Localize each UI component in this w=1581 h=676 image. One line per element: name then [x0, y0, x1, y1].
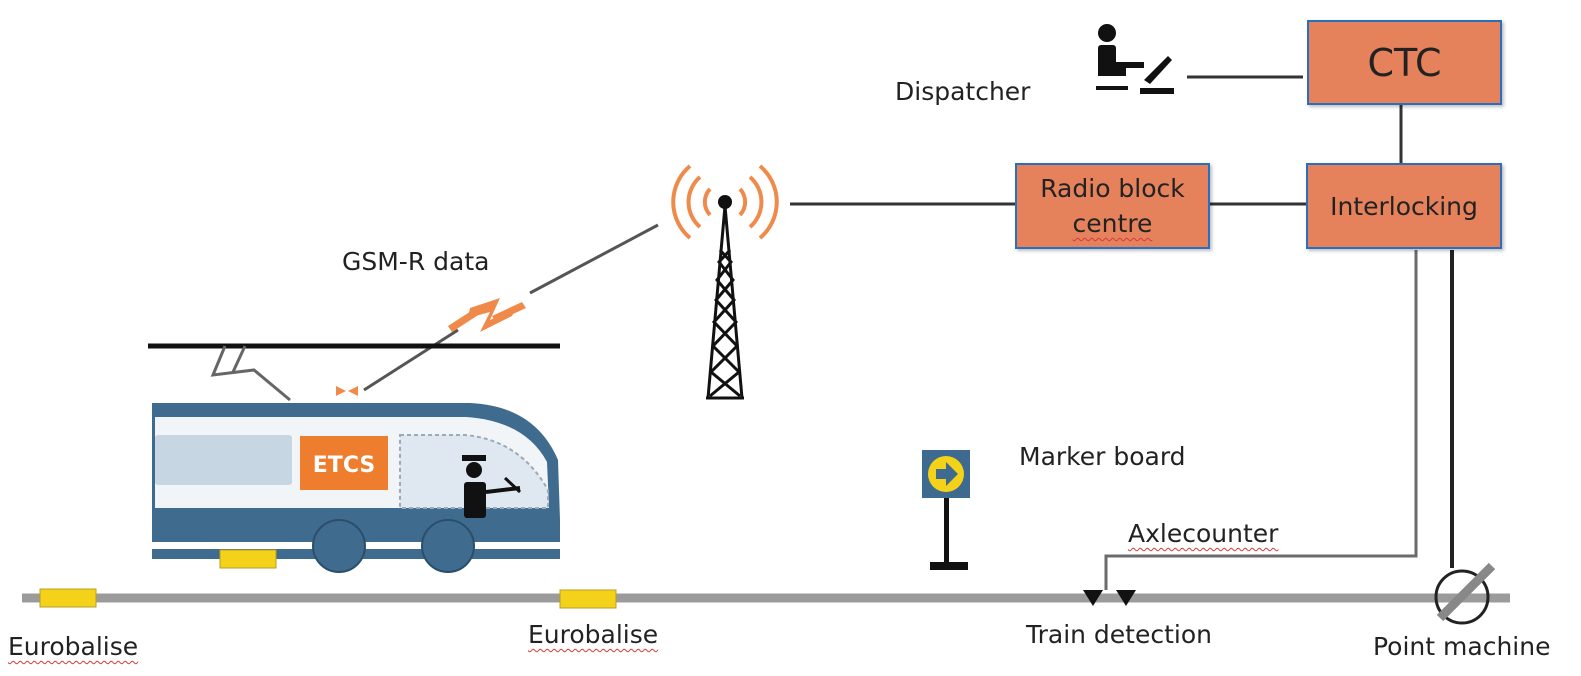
gsmr-antenna-icon	[671, 164, 779, 400]
radio-lightning-icon	[448, 298, 526, 332]
eurobalise-mid-label: Eurobalise	[528, 620, 659, 649]
radio-block-centre-box: Radio block centre	[1015, 163, 1210, 249]
marker-board-label: Marker board	[1019, 442, 1186, 471]
eurobalise-left-label: Eurobalise	[8, 632, 139, 661]
train-balise-antenna	[219, 549, 277, 569]
point-machine-label: Point machine	[1373, 632, 1551, 661]
interlocking-box: Interlocking	[1306, 163, 1502, 249]
train-driver-icon	[462, 455, 522, 518]
marker-board-icon	[922, 450, 970, 570]
train: ETCS	[152, 403, 560, 573]
axlecounter-label: Axlecounter	[1128, 519, 1279, 548]
eurobalise-mid-marker	[559, 589, 617, 609]
ctc-box: CTC	[1307, 20, 1502, 105]
interlocking-axlecounter-link	[1104, 250, 1418, 590]
train-detection-label: Train detection	[1026, 620, 1212, 649]
eurobalise-left-marker	[39, 588, 97, 608]
train-antenna-icon	[336, 386, 358, 396]
pantograph	[210, 345, 291, 402]
dispatcher-icon	[1096, 24, 1174, 94]
radio-link-lower	[363, 328, 459, 392]
radio-link-upper	[529, 223, 659, 295]
axlecounter-sensor-icon	[1083, 590, 1136, 606]
etcs-cab-sign: ETCS	[313, 453, 375, 478]
rbc-label-line1: Radio block	[1040, 174, 1185, 203]
interlocking-label: Interlocking	[1330, 191, 1478, 221]
rbc-label-line2: centre	[1072, 209, 1153, 238]
ctc-label: CTC	[1367, 40, 1442, 85]
point-machine-icon	[1434, 562, 1496, 625]
gsmr-data-label: GSM-R data	[342, 247, 490, 276]
dispatcher-label: Dispatcher	[895, 77, 1031, 106]
